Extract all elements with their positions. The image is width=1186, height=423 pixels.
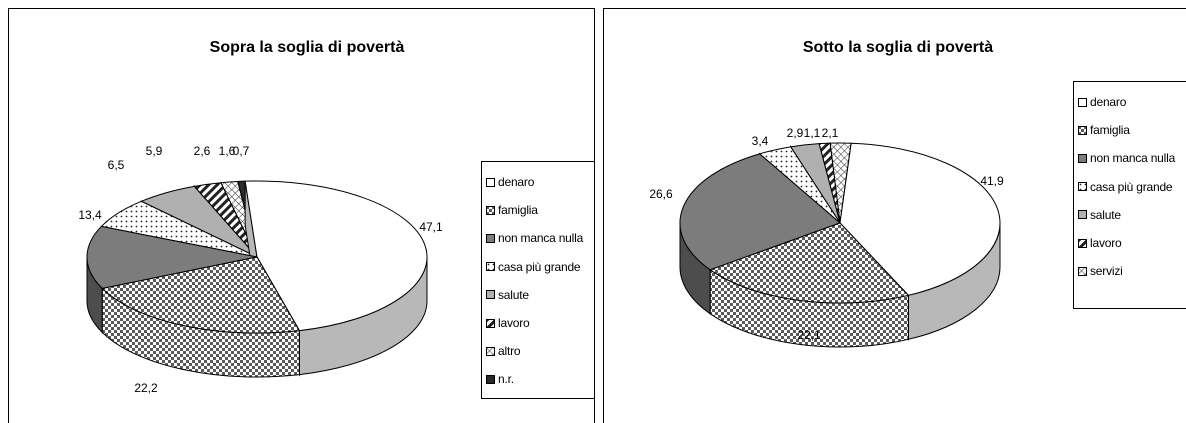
legend-label: denaro (498, 175, 535, 190)
data-label-lavoro: 2,6 (194, 144, 211, 158)
legend-label: lavoro (1090, 236, 1122, 251)
data-label-casa-piu-grande: 6,5 (108, 158, 125, 172)
legend-swatch-famiglia (486, 205, 495, 215)
pie-slice-famiglia (101, 255, 301, 378)
data-label-non-manca-nulla: 13,4 (78, 208, 102, 222)
legend-right: denaro famiglia non manca nulla casa più gr… (1073, 81, 1186, 309)
legend-swatch-non-manca-nulla (486, 233, 495, 243)
data-label-servizi: 2,1 (822, 126, 839, 140)
legend-swatch-lavoro (486, 318, 495, 328)
legend-item-denaro: denaro (1078, 88, 1186, 116)
data-label-casa-piu-grande: 3,4 (752, 134, 769, 148)
legend-swatch-lavoro (1078, 238, 1087, 248)
data-label-denaro: 47,1 (419, 220, 443, 234)
legend-label: non manca nulla (498, 231, 584, 246)
legend-item-servizi: servizi (1078, 257, 1186, 285)
legend-item-lavoro: lavoro (486, 309, 592, 337)
legend-item-altro: altro (486, 337, 592, 365)
legend-left: denaro famiglia non manca nulla casa più gr… (481, 161, 594, 399)
data-label-famiglia: 22,1 (797, 328, 821, 342)
legend-label: non manca nulla (1090, 151, 1176, 166)
legend-item-lavoro: lavoro (1078, 229, 1186, 257)
legend-swatch-altro (486, 346, 495, 356)
legend-swatch-servizi (1078, 266, 1087, 276)
legend-swatch-salute (486, 290, 495, 300)
legend-label: altro (498, 344, 521, 359)
legend-swatch-famiglia (1078, 125, 1087, 135)
pie-chart-left: 47,1 22,2 13,4 6,5 5,9 2,6 1,60,7 (78, 144, 443, 395)
data-label-non-manca-nulla: 26,6 (649, 187, 673, 201)
legend-item-n-r: n.r. (486, 365, 592, 393)
legend-swatch-salute (1078, 210, 1087, 220)
data-label-salute: 2,9 (787, 126, 804, 140)
legend-item-non-manca-nulla: non manca nulla (486, 224, 592, 252)
legend-item-casa-piu-grande: casa più grande (486, 253, 592, 281)
legend-swatch-non-manca-nulla (1078, 153, 1087, 163)
data-label-famiglia: 22,2 (134, 381, 158, 395)
legend-item-famiglia: famiglia (1078, 116, 1186, 144)
legend-item-salute: salute (486, 281, 592, 309)
legend-swatch-denaro (1078, 97, 1087, 107)
legend-swatch-n-r (486, 374, 495, 384)
legend-label: servizi (1090, 264, 1123, 279)
legend-label: salute (1090, 207, 1121, 222)
legend-label: n.r. (498, 372, 514, 387)
legend-item-salute: salute (1078, 201, 1186, 229)
data-label-n-r: 0,7 (233, 144, 250, 158)
legend-label: lavoro (498, 316, 530, 331)
pie-slice-famiglia (709, 221, 910, 348)
legend-label: famiglia (498, 203, 538, 218)
legend-swatch-casa-piu-grande (1078, 182, 1087, 192)
legend-item-denaro: denaro (486, 168, 592, 196)
legend-label: salute (498, 287, 529, 302)
legend-item-casa-piu-grande: casa più grande (1078, 173, 1186, 201)
data-label-denaro: 41,9 (980, 174, 1004, 188)
legend-label: casa più grande (1090, 179, 1173, 194)
chart-panel-left: Sopra la soglia di povertà 47,1 22,2 13,4 6… (8, 8, 595, 423)
legend-label: famiglia (1090, 123, 1130, 138)
legend-label: casa più grande (498, 259, 581, 274)
legend-item-non-manca-nulla: non manca nulla (1078, 144, 1186, 172)
chart-panel-right: Sotto la soglia di povertà 41,9 22,1 26,6 3… (603, 8, 1186, 423)
data-label-altro: 1,6 (219, 144, 236, 158)
data-label-lavoro: 1,1 (804, 126, 821, 140)
data-label-salute: 5,9 (146, 144, 163, 158)
chart-title-right: Sotto la soglia di povertà (802, 39, 994, 56)
legend-swatch-denaro (486, 177, 495, 187)
chart-title-left: Sopra la soglia di povertà (209, 39, 405, 56)
legend-item-famiglia: famiglia (486, 196, 592, 224)
legend-label: denaro (1090, 95, 1127, 110)
legend-swatch-casa-piu-grande (486, 262, 495, 272)
